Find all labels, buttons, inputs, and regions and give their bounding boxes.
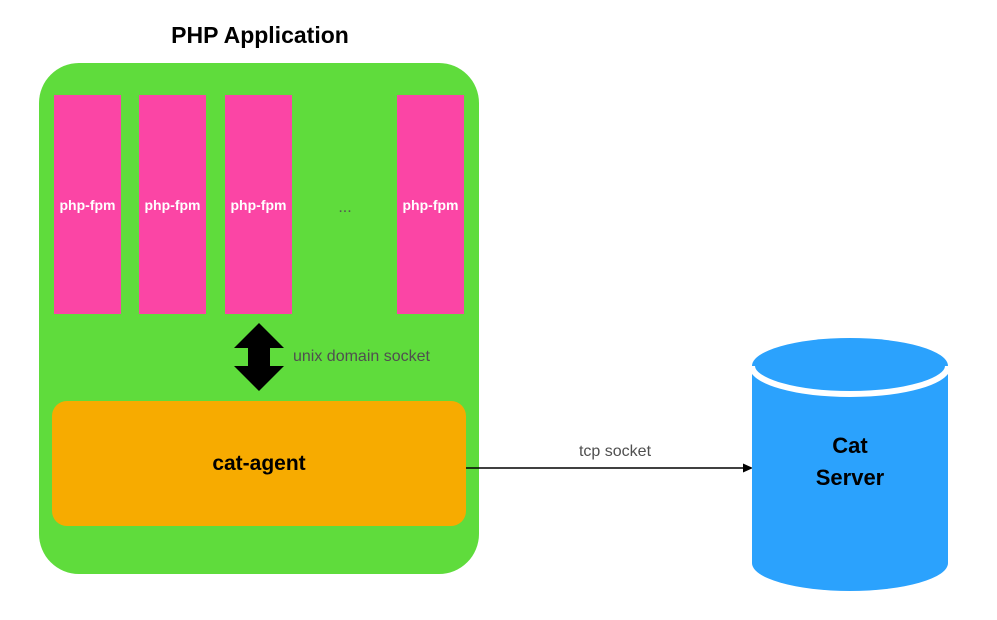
more-processes-ellipsis: ... [338, 199, 352, 216]
cat-agent-label: cat-agent [212, 451, 306, 475]
php-fpm-process-2: php-fpm [139, 95, 206, 314]
bidirectional-arrow-icon [234, 323, 284, 391]
tcp-arrowhead-icon [743, 463, 753, 473]
diagram-title: PHP Application [171, 22, 349, 48]
php-fpm-process-3: php-fpm [225, 95, 292, 314]
cat-server-label: Cat Server [752, 430, 948, 494]
php-fpm-process-4: php-fpm [397, 95, 464, 314]
cat-server-label-line1: Cat [832, 433, 868, 458]
cat-agent-box: cat-agent [52, 401, 466, 526]
unix-socket-label: unix domain socket [293, 348, 430, 365]
php-fpm-process-1: php-fpm [54, 95, 121, 314]
cat-server-label-line2: Server [815, 465, 885, 490]
tcp-socket-label: tcp socket [578, 443, 652, 460]
cat-server-cylinder [749, 338, 951, 591]
